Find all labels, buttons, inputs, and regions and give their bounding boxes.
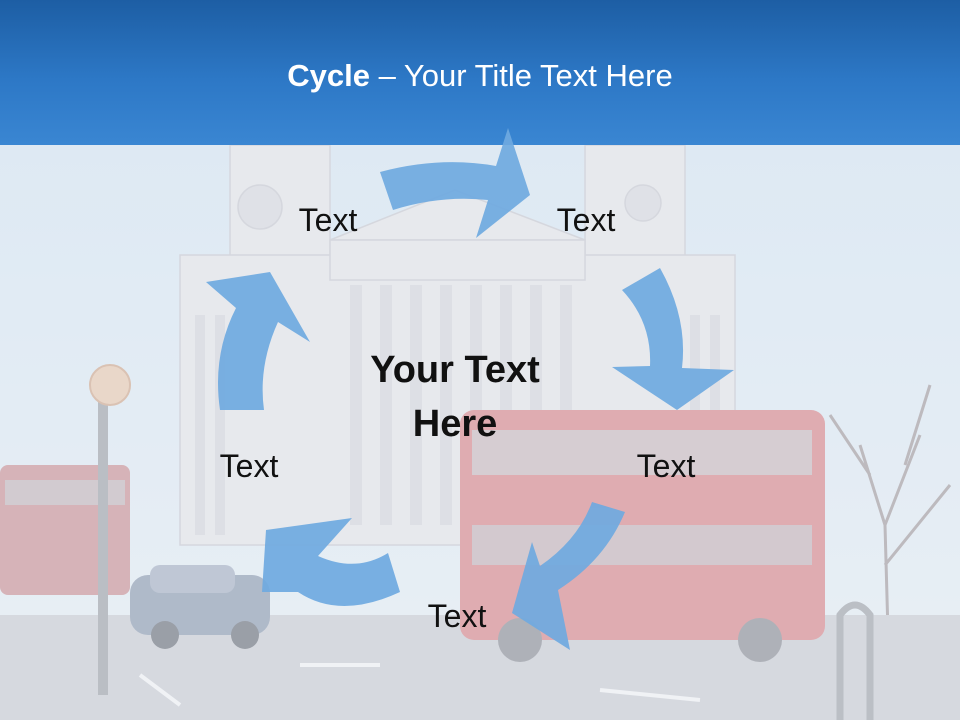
cycle-arrow-top [380,128,530,238]
center-text-line2: Here [412,403,498,445]
title-bar: Cycle – Your Title Text Here [0,0,960,145]
center-text: Your Text Here [325,343,585,451]
cycle-arrow-bottom-left [262,518,400,606]
road-markings [138,663,701,707]
cycle-label-right: Text [636,448,696,484]
cycle-label-left: Text [219,448,279,484]
tree [828,384,952,706]
bike-rack [836,601,874,720]
cycle-arrow-bottom-right [512,502,625,650]
lamp-post [89,364,131,695]
cycle-label-bottom: Text [427,598,487,634]
page-title: Cycle – Your Title Text Here [0,56,960,96]
title-rest: – Your Title Text Here [370,58,673,93]
cycle-label-top-right: Text [556,202,616,238]
cycle-arrow-right [612,268,734,410]
title-bold: Cycle [287,58,370,93]
center-text-line1: Your Text [370,349,540,391]
cycle-label-top-left: Text [298,202,358,238]
car [130,565,270,649]
cycle-arrow-left [206,272,310,410]
